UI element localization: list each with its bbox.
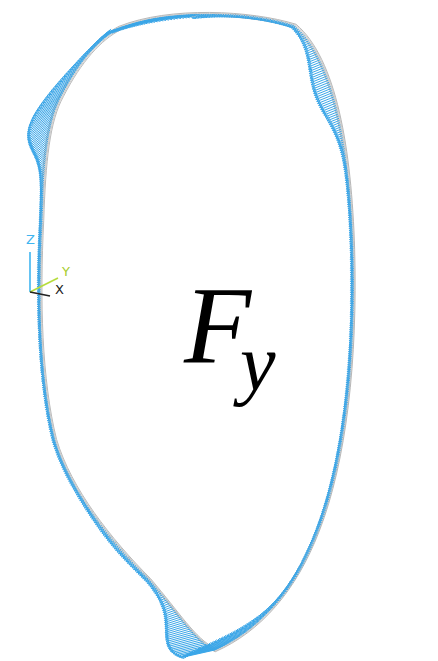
coil-band bbox=[40, 14, 353, 650]
axis-label: X bbox=[55, 282, 64, 297]
force-arrow bbox=[175, 647, 210, 656]
axis-triad bbox=[30, 252, 58, 296]
force-arrow bbox=[293, 27, 297, 30]
x-axis bbox=[30, 292, 50, 296]
force-arrow bbox=[307, 56, 318, 61]
force-arrow bbox=[330, 123, 340, 127]
force-arrow bbox=[306, 50, 315, 54]
force-arrow bbox=[40, 91, 64, 105]
force-arrow bbox=[306, 52, 316, 56]
y-axis bbox=[30, 278, 58, 292]
mesh-line bbox=[40, 14, 353, 650]
force-arrow bbox=[329, 120, 339, 125]
force-arrow bbox=[331, 125, 340, 129]
mesh-line bbox=[41, 15, 353, 649]
axis-label: Z bbox=[26, 232, 35, 247]
coil-mesh bbox=[40, 14, 353, 650]
axis-label: Y bbox=[62, 264, 70, 279]
force-arrows bbox=[27, 14, 354, 659]
force-arrow bbox=[177, 648, 212, 657]
force-arrow bbox=[307, 54, 317, 59]
coil-transverse-mesh bbox=[40, 14, 353, 650]
mesh-line bbox=[39, 13, 354, 651]
force-arrow bbox=[173, 646, 208, 655]
coil-longitudinal-mesh bbox=[38, 12, 355, 651]
force-arrow bbox=[109, 29, 119, 32]
force-arrow bbox=[53, 80, 71, 90]
mesh-line bbox=[42, 16, 352, 648]
force-subscript: y bbox=[240, 318, 276, 409]
mesh-line bbox=[38, 12, 355, 651]
z-axis bbox=[29, 252, 31, 292]
